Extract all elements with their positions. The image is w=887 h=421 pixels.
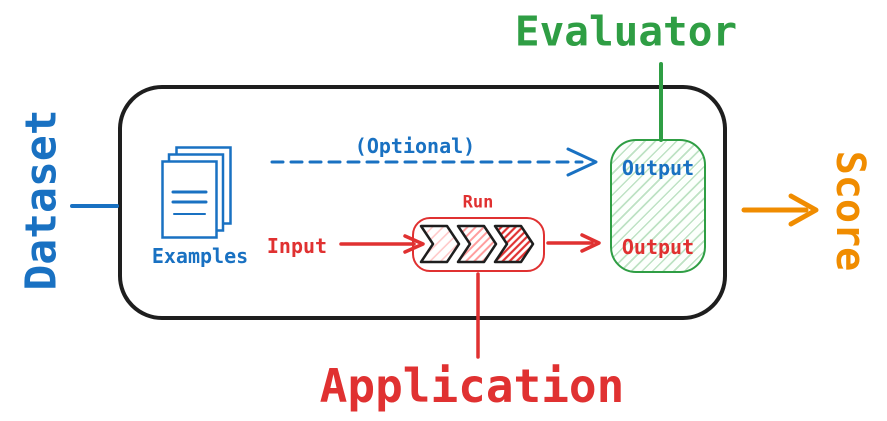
score-label: Score <box>827 150 873 272</box>
examples-documents-icon <box>161 146 232 239</box>
app-output-label: Output <box>621 235 695 259</box>
dataset-label: Dataset <box>16 109 67 291</box>
optional-label: (Optional) <box>354 134 476 158</box>
arrowhead <box>788 193 819 227</box>
pipeline-step-chevron-1 <box>419 224 461 264</box>
evaluator-output-box <box>610 139 706 273</box>
application-label: Application <box>319 359 625 413</box>
pipeline-step-chevron-2 <box>456 224 498 264</box>
input-label: Input <box>266 234 328 258</box>
document-page-front <box>161 160 218 239</box>
run-pipeline-box <box>412 217 545 272</box>
score-arrow <box>741 193 819 227</box>
examples-label: Examples <box>151 244 249 268</box>
evaluator-label: Evaluator <box>514 7 738 56</box>
evaluator-output-label: Output <box>621 156 695 180</box>
pipeline-step-chevron-3 <box>493 224 535 264</box>
pipeline-chevrons <box>419 224 535 264</box>
run-label: Run <box>462 192 494 213</box>
